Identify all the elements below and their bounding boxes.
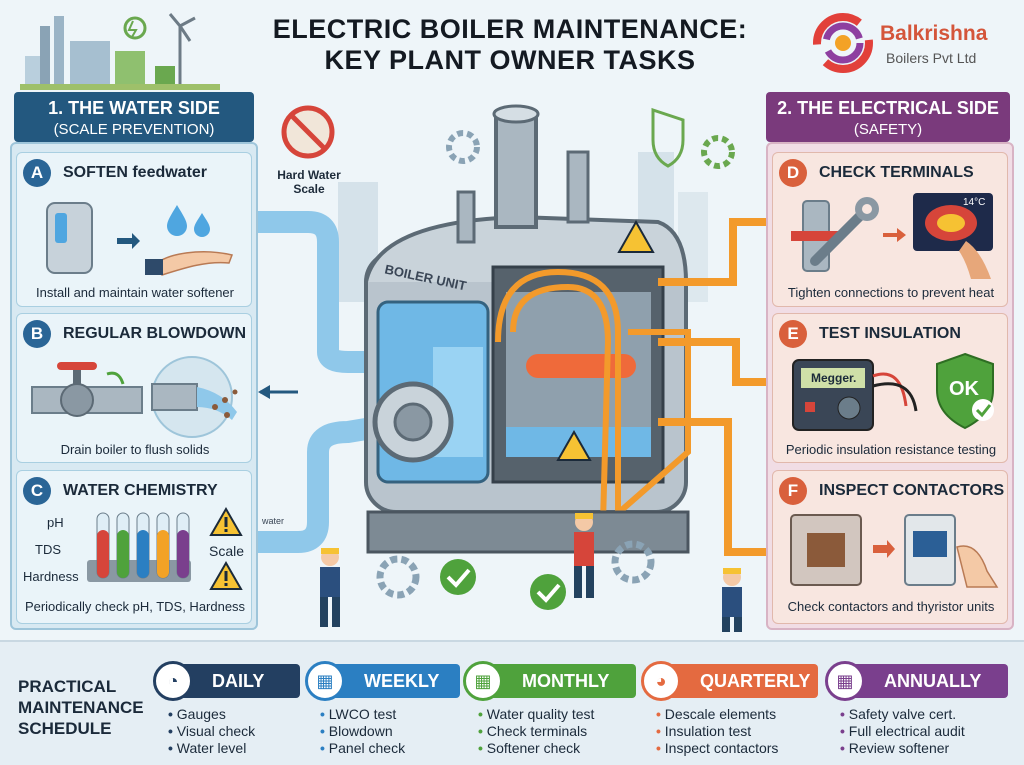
test-tubes-icon	[87, 512, 191, 582]
thermal-reading: 14°C	[963, 197, 986, 208]
card-water-chemistry: C WATER CHEMISTRY pH TDS Hardness Scale …	[16, 470, 252, 624]
electrical-side-banner: 2. THE ELECTRICAL SIDE (SAFETY)	[766, 92, 1010, 142]
schedule-weekly-list: LWCO test Blowdown Panel check	[320, 706, 405, 757]
step-badge-e: E	[779, 320, 807, 348]
schedule-annually-list: Safety valve cert. Full electrical audit…	[840, 706, 965, 757]
arrow-right-icon	[883, 228, 906, 242]
card-test-insulation: E TEST INSULATION Megger. OK Periodic in…	[772, 313, 1008, 463]
logo-subtitle: Boilers Pvt Ltd	[886, 50, 977, 66]
blowdown-valve-icon	[31, 356, 238, 438]
card-caption: Check contactors and thyristor units	[787, 599, 995, 614]
megger-label: Megger.	[811, 371, 857, 385]
boiler-illustration	[258, 104, 766, 632]
schedule-quarterly-list: Descale elements Insulation test Inspect…	[656, 706, 779, 757]
logo-name: Balkrishna	[880, 22, 988, 45]
hard-water-label: Hard Water Scale	[277, 168, 341, 196]
schedule-title: PRACTICAL MAINTENANCE SCHEDULE	[18, 677, 144, 738]
card-caption: Tighten connections to prevent heat	[787, 285, 995, 300]
card-soften-feedwater: A SOFTEN feedwater Install and maintain …	[16, 152, 252, 307]
warning-icon	[209, 507, 243, 536]
schedule-monthly-list: Water quality test Check terminals Softe…	[478, 706, 595, 757]
card-regular-blowdown: B REGULAR BLOWDOWN Drain boiler to flush…	[16, 313, 252, 463]
scale-label: Scale	[209, 543, 245, 559]
step-badge-c: C	[23, 477, 51, 505]
card-caption: Periodic insulation resistance testing	[785, 442, 997, 457]
step-badge-d: D	[779, 159, 807, 187]
card-title: WATER CHEMISTRY	[63, 482, 218, 499]
skyline-illustration	[20, 6, 220, 96]
shield-ok-icon	[936, 352, 994, 430]
chem-label-ph: pH	[47, 515, 64, 530]
card-title: REGULAR BLOWDOWN	[63, 325, 247, 342]
thermal-camera-icon	[913, 193, 993, 279]
wrench-icon	[791, 197, 879, 272]
card-caption: Drain boiler to flush solids	[60, 442, 210, 457]
pie-chart-icon: ◕	[641, 661, 681, 701]
card-title: CHECK TERMINALS	[819, 164, 974, 181]
step-badge-b: B	[23, 320, 51, 348]
step-badge-f: F	[779, 477, 807, 505]
card-title: SOFTEN feedwater	[63, 164, 208, 181]
ok-label: OK	[949, 378, 979, 400]
water-side-banner: 1. THE WATER SIDE (SCALE PREVENTION)	[14, 92, 254, 142]
card-caption: Periodically check pH, TDS, Hardness	[24, 599, 246, 614]
chem-label-hardness: Hardness	[23, 569, 79, 584]
calendar-icon: ▦	[305, 661, 345, 701]
chem-label-tds: TDS	[35, 542, 61, 557]
gauge-icon: ◔	[153, 661, 193, 701]
calendar-icon: ▦	[825, 661, 865, 701]
calendar-icon: ▦	[463, 661, 503, 701]
card-inspect-contactors: F INSPECT CONTACTORS Check contactors an…	[772, 470, 1008, 624]
megger-meter-icon	[792, 359, 918, 431]
card-title: INSPECT CONTACTORS	[819, 482, 1005, 499]
inlet-label: water	[262, 516, 285, 526]
schedule-daily-list: Gauges Visual check Water level	[168, 706, 255, 757]
card-check-terminals: D CHECK TERMINALS 14°C Tighten connectio…	[772, 152, 1008, 307]
contactor-icon	[790, 514, 999, 588]
warning-icon	[209, 561, 243, 590]
company-logo	[808, 8, 1018, 80]
card-caption: Install and maintain water softener	[36, 285, 234, 300]
card-title: TEST INSULATION	[819, 325, 961, 342]
page-title: ELECTRIC BOILER MAINTENANCE: KEY PLANT O…	[272, 14, 748, 75]
water-softener-icon	[46, 202, 234, 276]
step-badge-a: A	[23, 159, 51, 187]
